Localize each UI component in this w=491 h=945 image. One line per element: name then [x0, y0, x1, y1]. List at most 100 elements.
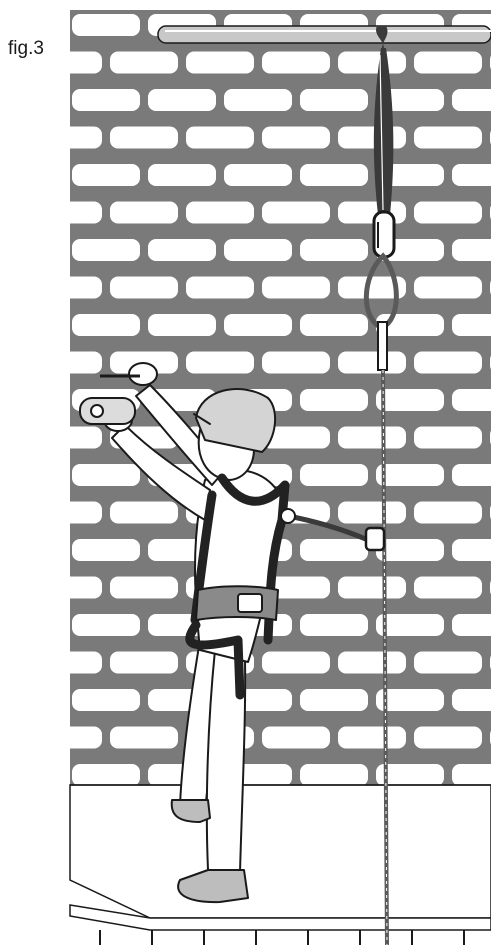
brick [300, 764, 368, 786]
brick [72, 689, 140, 711]
brick [224, 164, 292, 186]
brick [148, 314, 216, 336]
brick [338, 352, 406, 374]
brick [110, 277, 178, 299]
brick [300, 614, 368, 636]
anchor-pipe [158, 26, 491, 43]
brick [414, 352, 482, 374]
brick [338, 727, 406, 749]
brick [338, 127, 406, 149]
horizontal-pipe-icon [158, 26, 491, 43]
brick [300, 539, 368, 561]
brick [186, 352, 254, 374]
carabiner-icon [374, 212, 394, 257]
brick [300, 164, 368, 186]
brick [262, 127, 330, 149]
brick [376, 464, 444, 486]
brick [110, 52, 178, 74]
brick [452, 689, 491, 711]
brick [224, 239, 292, 261]
brick [414, 277, 482, 299]
floor-slab [70, 785, 491, 945]
brick [72, 239, 140, 261]
brick [338, 52, 406, 74]
brick [414, 577, 482, 599]
brick [34, 277, 102, 299]
brick [452, 389, 491, 411]
brick [34, 652, 102, 674]
brick [110, 127, 178, 149]
brick [224, 89, 292, 111]
brick [224, 314, 292, 336]
brick [300, 89, 368, 111]
floor-top [70, 785, 491, 918]
brick [262, 652, 330, 674]
brick [452, 614, 491, 636]
brick [452, 464, 491, 486]
brick [262, 202, 330, 224]
brick [262, 52, 330, 74]
brick [72, 314, 140, 336]
belt-buckle [238, 594, 262, 612]
brick [300, 389, 368, 411]
brick [110, 577, 178, 599]
brick [34, 52, 102, 74]
brick [338, 577, 406, 599]
brick [110, 202, 178, 224]
brick [414, 727, 482, 749]
brick [300, 314, 368, 336]
brick [72, 464, 140, 486]
brick [34, 727, 102, 749]
brick [262, 727, 330, 749]
brick [452, 164, 491, 186]
brick [110, 727, 178, 749]
brick [34, 427, 102, 449]
rope-grab-device [366, 528, 384, 550]
brick [148, 164, 216, 186]
brick [148, 239, 216, 261]
brick [72, 539, 140, 561]
anchor-device-eye [91, 405, 103, 417]
brick [414, 427, 482, 449]
brick [452, 314, 491, 336]
brick [338, 427, 406, 449]
brick [148, 89, 216, 111]
brick [72, 164, 140, 186]
brick [414, 127, 482, 149]
brick [34, 352, 102, 374]
brick [262, 277, 330, 299]
brick [186, 52, 254, 74]
brick [414, 52, 482, 74]
brick [110, 502, 178, 524]
dorsal-d-ring [281, 509, 295, 523]
brick [110, 652, 178, 674]
brick [452, 764, 491, 786]
brick [186, 202, 254, 224]
brick [338, 652, 406, 674]
brick [300, 689, 368, 711]
brick [34, 502, 102, 524]
brick [338, 502, 406, 524]
floor-grid-lines [100, 930, 464, 945]
anchor-device [80, 398, 135, 424]
brick [376, 389, 444, 411]
brick [414, 652, 482, 674]
brick [34, 577, 102, 599]
brick [72, 89, 140, 111]
brick [34, 127, 102, 149]
brick [414, 502, 482, 524]
brick [452, 239, 491, 261]
brick [186, 127, 254, 149]
brick [186, 277, 254, 299]
brick [452, 89, 491, 111]
brick [34, 202, 102, 224]
brick [72, 764, 140, 786]
worker-right-hand [129, 363, 157, 385]
brick [72, 614, 140, 636]
lifeline-ferrule [378, 322, 387, 370]
brick [338, 202, 406, 224]
brick [300, 464, 368, 486]
brick [262, 352, 330, 374]
